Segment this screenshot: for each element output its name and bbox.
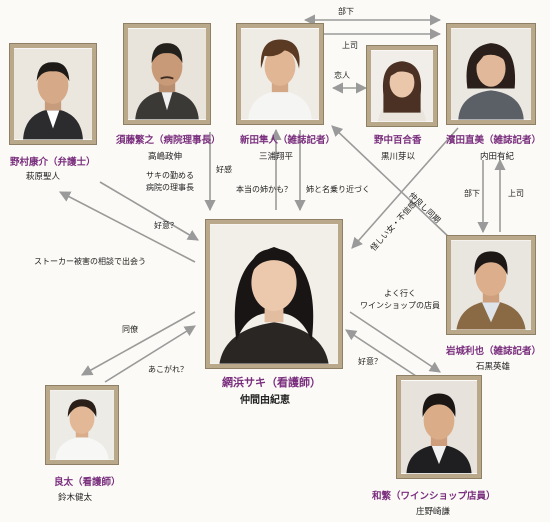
actor-hamada: 内田有紀 [480,152,515,162]
arrow-saki-nomura [99,181,199,241]
name-ryota: 良太（看護師） [54,477,121,488]
actor-nomura: 萩原聖人 [26,172,61,182]
label-stalker: ストーカー被害の相談で出会う [34,257,146,266]
label-approach: 姉と名乗り近づく [306,185,370,194]
label-goodwill-nomura: 好意？ [154,221,178,230]
arrow-hamada-saki [351,127,459,249]
label-admiration: あこがれ？ [148,365,188,374]
note-sudo-1: サキの勤める [146,171,194,180]
actor-ryota: 鈴木健太 [58,493,93,503]
name-nonaka: 野中百合香 [374,135,422,146]
portrait-kazushige [396,375,482,479]
actor-saki: 仲間由紀恵 [240,395,290,406]
label-coworker: 同僚 [122,325,138,334]
label-goodwill-kazu: 好意？ [358,357,382,366]
label-boss-right: 上司 [508,189,524,198]
portrait-hamada [446,23,536,125]
actor-kazushige: 庄野崎謙 [416,507,451,517]
name-iwaki: 岩城利也（雑誌記者） [446,346,542,357]
actor-nonaka: 黒川芽以 [381,152,416,162]
arrow-saki-ryota [81,311,196,376]
portrait-nitta [236,23,324,125]
name-kazushige: 和繁（ワインショップ店員） [372,491,496,502]
label-goodwill-sudo: 好感 [216,165,232,174]
label-real-sister: 本当の姉かも？ [236,185,292,194]
name-nomura: 野村康介（弁護士） [10,157,96,168]
portrait-iwaki [446,235,536,335]
arrow-iwaki-nitta [331,125,453,241]
name-hamada: 濱田直美（雑誌記者） [446,135,542,146]
note-sudo-2: 病院の理事長 [146,183,194,192]
actor-iwaki: 石黒英雄 [476,362,511,372]
arrow-saki-kazu [349,311,441,373]
portrait-sudo [123,23,211,125]
label-lover: 恋人 [334,71,350,80]
arrow-nomura-saki [59,191,196,263]
name-nitta: 新田隼人（雑誌記者） [240,135,336,146]
label-wine-2: ワインショップの店員 [360,301,440,310]
actor-sudo: 高嶋政伸 [148,152,183,162]
actor-nitta: 三浦翔平 [259,152,294,162]
portrait-ryota [45,385,119,465]
label-wine-1: よく行く [384,289,416,298]
name-saki: 網浜サキ（看護師） [222,376,321,389]
portrait-nonaka [366,45,438,127]
label-boss-top: 上司 [342,41,358,50]
label-subordinate-right: 部下 [464,189,480,198]
label-subordinate-top: 部下 [338,7,354,16]
portrait-saki [205,219,343,369]
arrow-ryota-saki [104,325,196,383]
name-sudo: 須藤繁之（病院理事長） [116,135,221,146]
portrait-nomura [9,43,97,145]
arrow-kazu-saki [345,329,417,377]
